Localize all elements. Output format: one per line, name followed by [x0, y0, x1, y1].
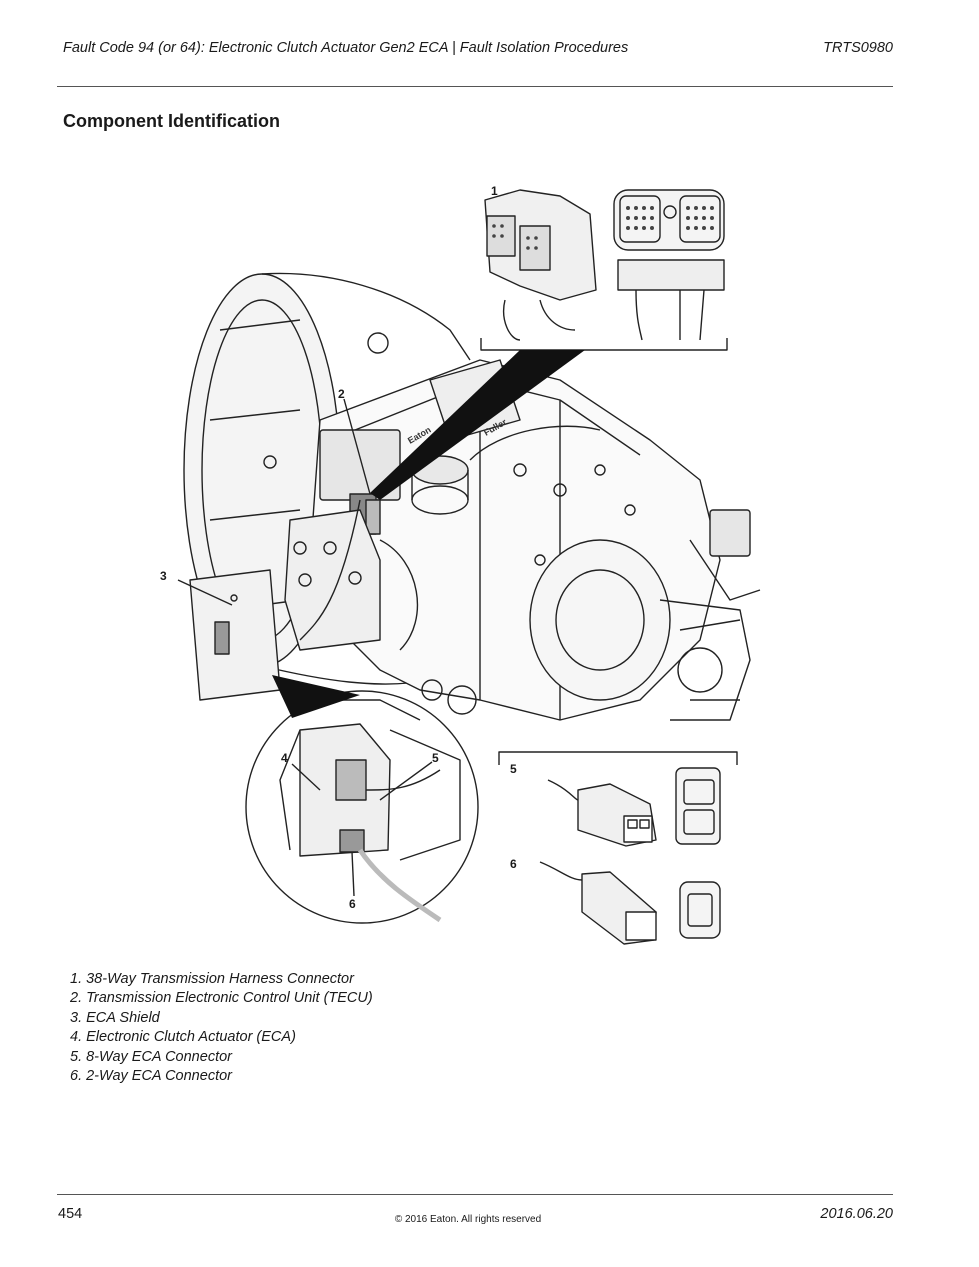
pointer-wedge-top — [370, 350, 585, 500]
callout-3: 3 — [160, 569, 167, 583]
legend-item: 6. 2-Way ECA Connector — [70, 1068, 232, 1085]
page-number: 454 — [58, 1206, 83, 1222]
inset-eca-connectors — [498, 751, 738, 945]
callout-6-circle: 6 — [349, 897, 356, 911]
legend-item: 2. Transmission Electronic Control Unit … — [70, 990, 373, 1007]
revision-date: 2016.06.20 — [820, 1206, 893, 1222]
pointer-wedge-bottom — [272, 675, 360, 718]
legend-item: 3. ECA Shield — [70, 1009, 160, 1026]
legend-item: 5. 8-Way ECA Connector — [70, 1048, 232, 1065]
callout-2: 2 — [338, 387, 345, 401]
inset-eca-detail — [245, 690, 479, 924]
callout-5-inset: 5 — [510, 762, 517, 776]
section-title: Component Identification — [63, 111, 280, 131]
header-divider — [57, 86, 893, 87]
inset-38-way-connector — [480, 189, 728, 351]
footer-divider — [57, 1194, 893, 1195]
transmission-illustration — [183, 272, 761, 721]
callout-1: 1 — [491, 184, 498, 198]
callout-5-circle: 5 — [432, 751, 439, 765]
legend-item: 4. Electronic Clutch Actuator (ECA) — [70, 1029, 296, 1046]
component-legend: 1. 38-Way Transmission Harness Connector… — [70, 970, 373, 1086]
callout-4: 4 — [281, 751, 288, 765]
copyright: © 2016 Eaton. All rights reserved — [394, 1214, 542, 1225]
document-id: TRTS0980 — [823, 40, 893, 56]
callout-6-inset: 6 — [510, 857, 517, 871]
legend-item: 1. 38-Way Transmission Harness Connector — [70, 971, 354, 987]
header-title: Fault Code 94 (or 64): Electronic Clutch… — [63, 40, 629, 56]
